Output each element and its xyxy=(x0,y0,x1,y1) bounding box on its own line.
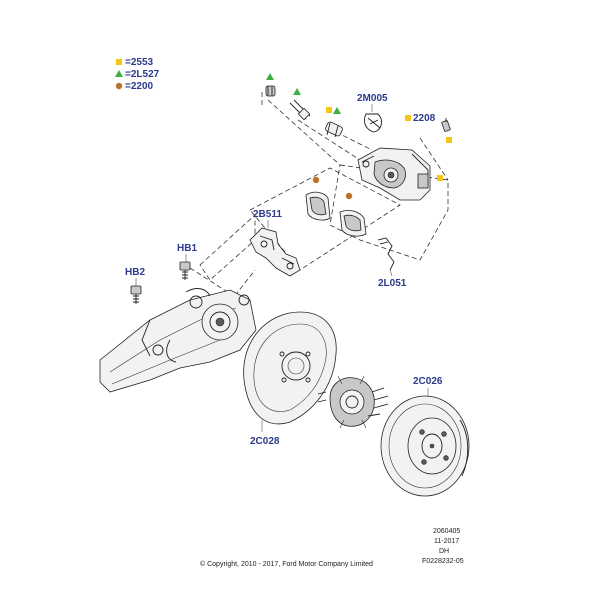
legend-label-square: =2553 xyxy=(125,57,154,68)
brake-pad-outer xyxy=(305,176,331,221)
bleeder-marker-square-icon xyxy=(405,115,411,121)
pad-inner-marker-circle-icon xyxy=(345,192,353,200)
suspension-knuckle xyxy=(99,288,257,393)
pin-marker-triangle-icon xyxy=(293,88,301,95)
label-2c028: 2C028 xyxy=(250,436,280,447)
brake-disc-2c026: 2C026 xyxy=(380,376,470,497)
caliper-marker-square-icon xyxy=(437,175,443,181)
reference-code-4: F0228232-05 xyxy=(422,558,464,565)
label-2c026: 2C026 xyxy=(413,376,443,387)
label-2l051: 2L051 xyxy=(378,278,407,289)
bolt-hb2: HB2 xyxy=(125,267,145,304)
assembly-outline xyxy=(189,92,449,303)
bolt-hb1: HB1 xyxy=(177,243,197,280)
boot-marker-square-icon xyxy=(326,107,332,113)
reference-code-3: DH xyxy=(439,548,449,555)
legend: =2553 =2L527 =2200 xyxy=(115,57,160,92)
legend-triangle-icon xyxy=(115,70,123,77)
legend-circle-icon xyxy=(115,82,123,90)
bleeder-screw-2208: 2208 xyxy=(405,113,452,143)
bolt-marker-triangle-icon xyxy=(266,73,274,80)
footer: © Copyright, 2010 - 2017, Ford Motor Com… xyxy=(200,528,464,568)
legend-label-circle: =2200 xyxy=(125,81,154,92)
pad-outer-marker-circle-icon xyxy=(312,176,320,184)
anti-rattle-spring-2l051: 2L051 xyxy=(377,237,407,289)
brake-caliper xyxy=(357,147,443,201)
dust-shield-2c028: 2C028 xyxy=(243,311,337,447)
guide-pin xyxy=(289,88,311,121)
brake-pad-inner xyxy=(339,192,367,237)
label-hb2: HB2 xyxy=(125,267,145,278)
guide-pin-bolt xyxy=(265,73,276,97)
label-2b511: 2B511 xyxy=(253,209,282,220)
boot-marker-triangle-icon xyxy=(333,107,341,114)
spring-clip-2m005: 2M005 xyxy=(357,93,388,133)
anchor-bracket-2b511: 2B511 xyxy=(249,209,301,277)
label-2208: 2208 xyxy=(413,113,436,124)
legend-square-icon xyxy=(116,59,122,65)
cap-marker-square-icon xyxy=(446,137,452,143)
label-2m005: 2M005 xyxy=(357,93,388,104)
pin-boot xyxy=(325,107,343,138)
reference-code-1: 2060405 xyxy=(433,528,460,535)
legend-label-triangle: =2L527 xyxy=(125,69,160,80)
label-hb1: HB1 xyxy=(177,243,197,254)
reference-code-2: 11-2017 xyxy=(434,538,459,545)
wheel-hub-bearing xyxy=(317,375,389,429)
copyright-text: © Copyright, 2010 - 2017, Ford Motor Com… xyxy=(200,560,373,568)
